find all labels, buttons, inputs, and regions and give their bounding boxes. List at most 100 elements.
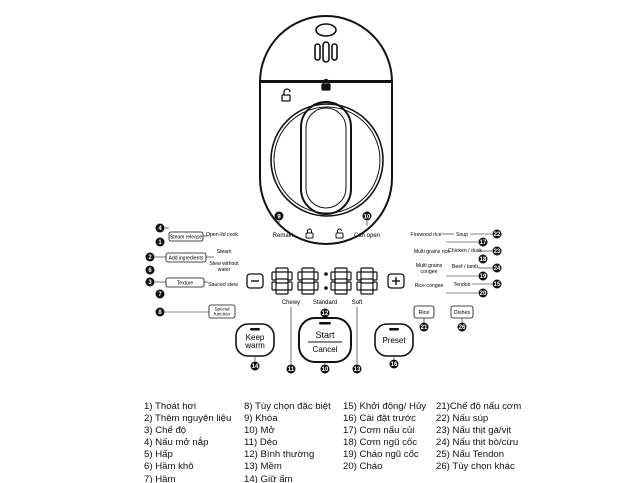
- badge-9-num: 9: [277, 215, 281, 221]
- digit-3-segment: [334, 267, 348, 273]
- keep-warm-label-2: warm: [244, 341, 265, 350]
- legend-col-4: 21)Chế độ nấu cơm 22) Nấu súp 23) Nấu th…: [436, 401, 521, 474]
- digit-4-segment: [360, 267, 374, 273]
- steam-label: Steam: [217, 249, 232, 255]
- multi-grains-rice-label: Multi grains rice: [414, 249, 450, 255]
- badge-7-num: 7: [158, 292, 162, 298]
- badge-3-num: 3: [148, 280, 152, 286]
- lid-knob[interactable]: [270, 103, 384, 217]
- badge-24-num: 24: [494, 266, 501, 272]
- badge-10-top-num: 10: [364, 215, 371, 221]
- badge-13-num: 13: [354, 367, 361, 373]
- plus-button[interactable]: [387, 273, 405, 289]
- add-ingredients-button[interactable]: [165, 252, 207, 263]
- legend-item: 20) Cháo: [343, 461, 383, 473]
- badge-10-top: [362, 211, 372, 221]
- start-label: Start: [315, 330, 335, 340]
- badge-21-num: 21: [421, 325, 428, 331]
- multi-grains-congee-label-1: Multi grains: [416, 263, 443, 269]
- knob-handle[interactable]: [300, 101, 352, 215]
- remain-label: Remain: [273, 233, 294, 239]
- lock-icon-lid: [321, 78, 331, 91]
- legend-item: 12) Bình thường: [244, 449, 315, 461]
- badge-start-num: 10: [322, 367, 329, 373]
- badge-17-num: 17: [480, 240, 487, 246]
- lid-knob-inner: [273, 106, 381, 214]
- legend-item: 8) Tùy chọn đặc biệt: [244, 401, 331, 412]
- preset-button[interactable]: [374, 323, 414, 357]
- unlock-icon-lid: [281, 88, 291, 102]
- badge-26-num: 26: [459, 325, 466, 331]
- open-lid-cook-label: Open-lid cook: [206, 232, 238, 238]
- minus-button[interactable]: [246, 273, 264, 289]
- badge-9: [274, 211, 284, 221]
- digit-4-segment: [360, 289, 374, 295]
- digit-4-segment: [356, 271, 362, 281]
- beef-lamb-label: Beef / lamb: [452, 264, 478, 270]
- lock-icon: [305, 228, 314, 239]
- lid-body: [259, 15, 393, 245]
- lid-badge: [315, 23, 337, 37]
- legend-item: 14) Giữ ấm: [244, 473, 293, 483]
- standard-label: Standard: [313, 300, 337, 306]
- texture-button[interactable]: [165, 277, 205, 288]
- knob-handle-inner: [305, 107, 347, 209]
- legend-item: 2) Thêm nguyên liệu: [144, 413, 232, 425]
- special-function-button[interactable]: [208, 304, 236, 319]
- legend-col-1: 1) Thoát hơi 2) Thêm nguyên liệu 3) Chế …: [144, 401, 231, 483]
- digit-2-segment: [301, 278, 315, 284]
- steam-release-label: Steam release: [170, 235, 202, 241]
- digit-2-segment: [301, 289, 315, 295]
- digit-4-segment: [372, 281, 378, 291]
- badge-11: [286, 364, 296, 374]
- badge-1-num: 1: [158, 240, 162, 246]
- texture-label: Texture: [177, 281, 194, 287]
- firewood-rice-label: Firewood rice: [410, 232, 441, 238]
- legend-item: 3) Chế độ: [144, 425, 187, 437]
- badge-8-num: 8: [158, 310, 162, 316]
- badge-23-num: 23: [494, 249, 501, 255]
- tendon-label: Tendon: [453, 282, 470, 288]
- right-mode-labels: Firewood rice Multi grains rice Multi gr…: [410, 232, 492, 294]
- badge-start: [320, 364, 330, 374]
- legend-item: 9) Khóa: [244, 413, 278, 425]
- legend-item: 26) Tùy chọn khác: [436, 461, 515, 473]
- stew-without-water-label-2: water: [218, 267, 231, 273]
- start-cancel-button[interactable]: [298, 317, 352, 363]
- chicken-duck-label: Chicken / duck: [448, 248, 482, 254]
- seven-segment-display: [271, 267, 378, 295]
- legend-item: 16) Cài đặt trước: [343, 413, 416, 425]
- legend-item: 25) Nấu Tendon: [436, 449, 505, 461]
- badge-22-num: 22: [494, 232, 501, 238]
- legend-item: 15) Khởi động/ Hủy: [343, 401, 427, 412]
- lid-band: [260, 80, 392, 83]
- legend-col-2: 8) Tùy chọn đặc biệt 9) Khóa 10) Mở 11) …: [244, 401, 331, 483]
- steam-vent: [314, 41, 338, 63]
- digit-4-segment: [356, 281, 362, 291]
- legend-item: 7) Hầm: [144, 473, 176, 483]
- keep-warm-label-1: Keep: [246, 333, 265, 342]
- legend-item: 17) Cơm nấu củi: [343, 425, 415, 437]
- legend-item: 5) Hấp: [144, 449, 173, 461]
- badge-21: [419, 322, 429, 332]
- badge-14: [250, 361, 260, 371]
- digit-1-segment: [275, 289, 289, 295]
- multi-grains-congee-label-2: congee: [420, 269, 437, 275]
- digit-1-segment: [287, 271, 293, 281]
- badge-15-num: 15: [494, 282, 501, 288]
- dishes-label: Dishes: [454, 310, 471, 316]
- soft-label: Soft: [352, 300, 363, 306]
- digit-4-segment: [360, 278, 374, 284]
- badge-13: [352, 364, 362, 374]
- badge-20-num: 20: [480, 291, 487, 297]
- badge-16-num: 16: [391, 362, 398, 368]
- badge-4-num: 4: [158, 226, 162, 232]
- legend-item: 1) Thoát hơi: [144, 401, 196, 412]
- legend-item: 11) Dẻo: [244, 437, 278, 449]
- legend-col-3: 15) Khởi động/ Hủy 16) Cài đặt trước 17)…: [343, 401, 426, 474]
- steam-release-button[interactable]: [168, 231, 204, 242]
- keep-warm-button[interactable]: [235, 323, 275, 357]
- badge-26: [457, 322, 467, 332]
